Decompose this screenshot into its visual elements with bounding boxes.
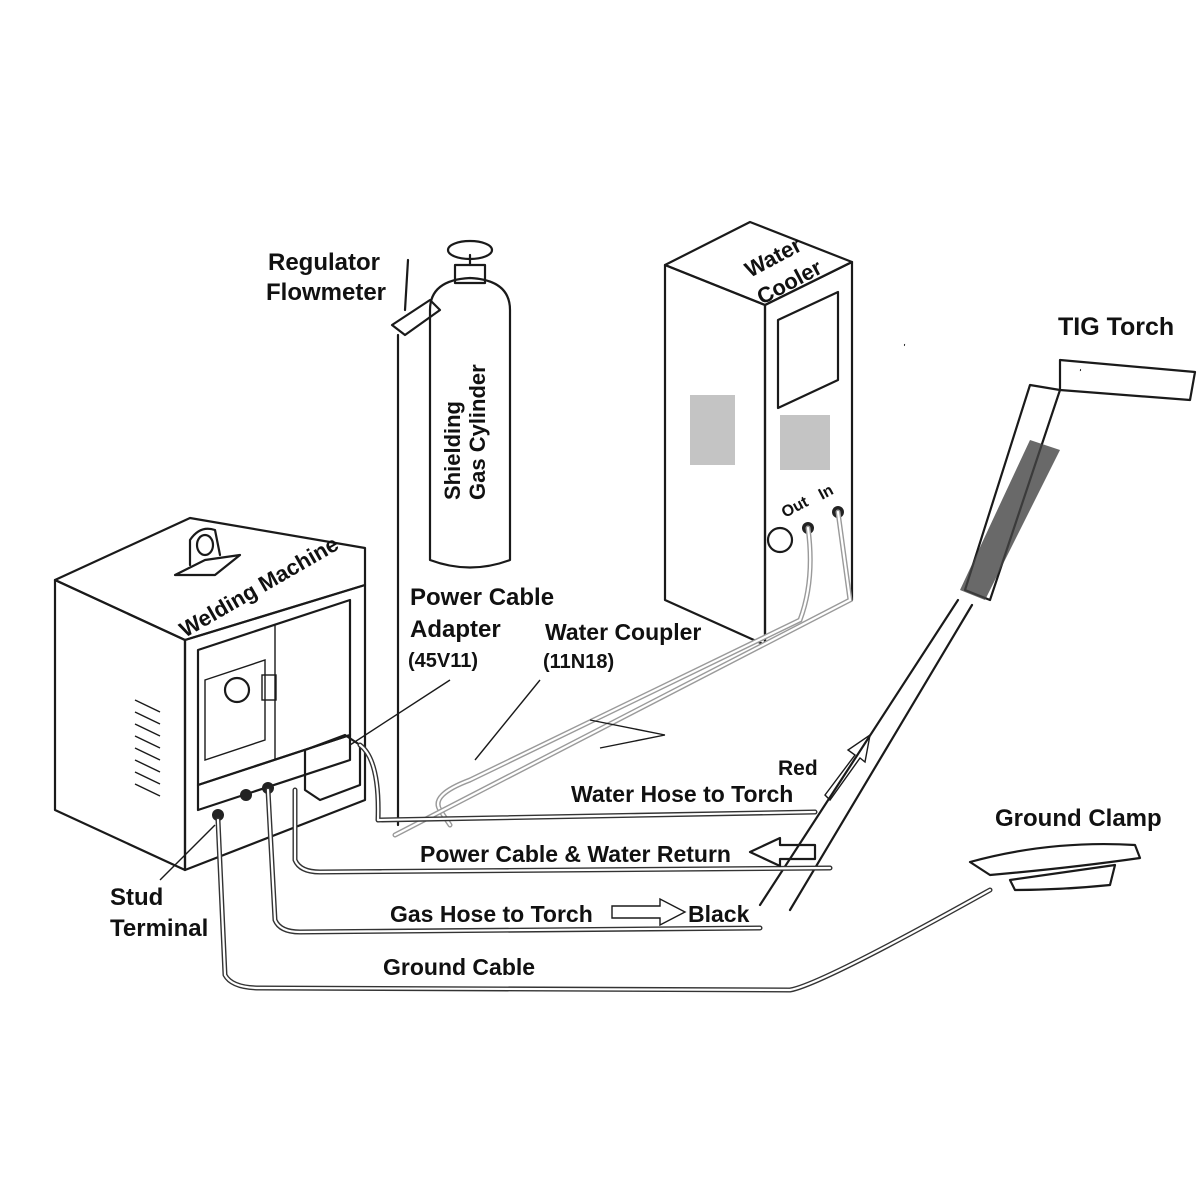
ground-clamp	[968, 843, 1142, 892]
label-cylinder-2: Gas Cylinder	[465, 364, 490, 500]
label-stud-1: Stud	[110, 884, 163, 911]
power-cable-water-return	[292, 787, 833, 875]
label-regulator-1: Regulator	[268, 249, 380, 276]
label-regulator-2: Flowmeter	[266, 279, 386, 306]
label-cooler-in: In	[816, 482, 837, 504]
gas-arrow-icon	[611, 897, 687, 927]
label-coupler-2: (11N18)	[543, 651, 614, 673]
tig-torch	[758, 342, 1197, 912]
label-stud-2: Terminal	[110, 915, 208, 942]
label-adapter-2: Adapter	[410, 616, 501, 643]
label-ground-cable: Ground Cable	[383, 954, 535, 980]
label-welding-machine: Welding Machine	[175, 531, 343, 642]
label-cylinder-1: Shielding	[440, 401, 465, 500]
label-black: Black	[688, 901, 750, 927]
return-arrow-icon	[748, 836, 817, 868]
label-tig-torch: TIG Torch	[1058, 313, 1174, 341]
label-cooler-out: Out	[779, 493, 812, 521]
water-extension-hose	[392, 509, 853, 838]
label-adapter-1: Power Cable	[410, 584, 554, 611]
label-gas-hose: Gas Hose to Torch	[390, 901, 593, 927]
shielding-gas-cylinder	[390, 239, 512, 827]
water-hose-to-torch	[357, 742, 818, 823]
label-water-hose: Water Hose to Torch	[571, 781, 793, 807]
label-red: Red	[778, 757, 818, 780]
label-adapter-3: (45V11)	[408, 650, 478, 672]
ground-cable	[215, 817, 993, 993]
label-coupler-1: Water Coupler	[545, 619, 701, 645]
label-power-cable-return: Power Cable & Water Return	[420, 841, 731, 867]
welding-machine	[53, 516, 367, 872]
red-arrow-icon	[824, 733, 871, 802]
gas-hose-to-torch	[265, 787, 763, 935]
label-ground-clamp: Ground Clamp	[995, 805, 1162, 832]
